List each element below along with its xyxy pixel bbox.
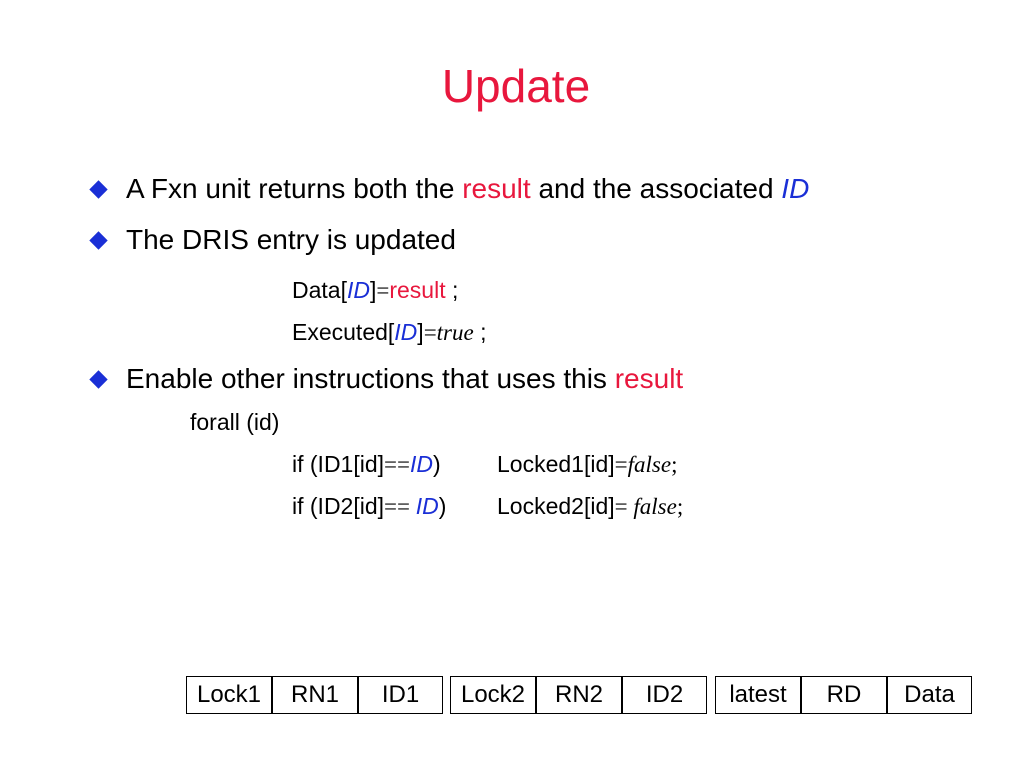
forall-line: forall (id) (190, 409, 280, 435)
table-cell: ID1 (381, 681, 420, 708)
table-cell: RD (802, 677, 888, 713)
table-cell: Data (904, 681, 955, 708)
bullet-diamond-icon (89, 370, 108, 389)
code-text: Locked1[id] (497, 451, 615, 477)
bullet-diamond-icon (89, 180, 108, 199)
code-id: ID (346, 277, 370, 303)
code-operator: = (614, 452, 628, 477)
if-line-1: if (ID1[id]==ID) Locked1[id]=false; (292, 450, 677, 479)
code-text: ] (417, 319, 424, 345)
update-line-executed: Executed[ID]=true ; (292, 318, 487, 347)
code-text: ) (438, 493, 447, 519)
bullet-1: A Fxn unit returns both the result and t… (126, 172, 809, 206)
code-text: ; (676, 494, 684, 519)
code-text: ; (671, 452, 678, 477)
bullet-1-result: result (462, 173, 531, 204)
slide-title: Update (441, 60, 591, 112)
code-operator: == (384, 452, 410, 477)
bullet-3: Enable other instructions that uses this… (126, 362, 683, 396)
locked-assign-1: Locked1[id]=false; (497, 450, 677, 479)
code-text: ] (369, 277, 377, 303)
bullet-3-text: Enable other instructions that uses this (126, 363, 615, 394)
code-id: ID (415, 493, 439, 519)
code-operator: = (376, 278, 390, 303)
code-text: ; (445, 277, 459, 303)
code-text: Locked2[id] (497, 493, 615, 519)
bullet-2: The DRIS entry is updated (126, 223, 456, 257)
bullet-diamond-icon (89, 231, 108, 250)
code-id: ID (409, 451, 433, 477)
code-text: Data[ (292, 277, 347, 303)
code-text: ) (432, 451, 441, 477)
table-cell: ID2 (645, 681, 684, 708)
bullet-3-result: result (614, 363, 684, 394)
code-false: false (633, 494, 677, 519)
table-cell: Lock2 (451, 677, 537, 713)
code-text: ; (473, 319, 487, 345)
code-text: if (ID2[id] (292, 493, 385, 519)
update-line-data: Data[ID]=result ; (292, 276, 458, 305)
code-result: result (389, 277, 446, 303)
table-cell: latest (716, 677, 802, 713)
if-line-2: if (ID2[id]== ID) Locked2[id]= false; (292, 492, 683, 521)
bullet-1-text-b: and the associated (530, 173, 782, 204)
code-operator: == (384, 494, 416, 519)
code-text: Executed[ (292, 319, 395, 345)
table-latest: latest RD Data (715, 676, 972, 714)
code-id: ID (394, 319, 418, 345)
table-lock1: Lock1 RN1 ID1 (186, 676, 443, 714)
table-cell: RN1 (273, 677, 359, 713)
code-text: if (ID1[id] (292, 451, 385, 477)
bullet-2-text: The DRIS entry is updated (126, 224, 456, 255)
bullet-1-text-a: A Fxn unit returns both the (126, 173, 463, 204)
code-operator: = (614, 494, 634, 519)
table-cell: RN2 (537, 677, 623, 713)
code-false: false (627, 452, 672, 477)
code-true: true (436, 320, 474, 345)
code-operator: = (423, 320, 437, 345)
locked-assign-2: Locked2[id]= false; (497, 492, 683, 521)
bullet-1-id: ID (781, 173, 810, 204)
table-cell: Lock1 (187, 677, 273, 713)
table-lock2: Lock2 RN2 ID2 (450, 676, 707, 714)
